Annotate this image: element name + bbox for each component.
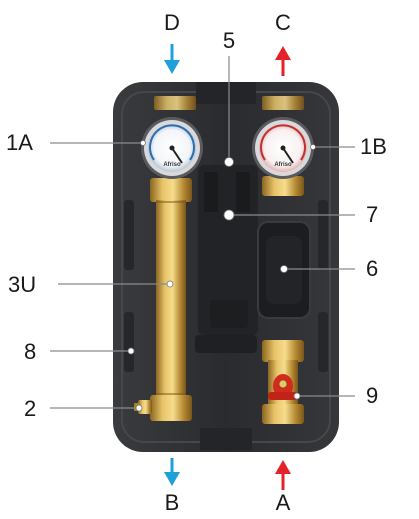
flow-fitting-top (262, 96, 304, 196)
arrow-up-icon (275, 460, 291, 490)
label-6: 6 (366, 256, 378, 281)
label-1a: 1A (6, 130, 33, 155)
arrow-down-icon (164, 458, 180, 486)
label-7: 7 (366, 202, 378, 227)
return-pipe (150, 96, 196, 421)
arrow-down-icon (164, 44, 180, 74)
callout-dots (127, 140, 316, 412)
label-2: 2 (24, 396, 36, 421)
label-a: A (276, 490, 291, 515)
gauge-brand-left: Afriso (163, 162, 181, 168)
thermometer-flow: Afriso (252, 117, 314, 179)
leader-lines (50, 56, 355, 409)
label-b: B (165, 490, 180, 515)
label-c: C (275, 10, 291, 35)
label-8: 8 (24, 339, 36, 364)
label-5: 5 (223, 28, 235, 53)
ball-valve (262, 340, 304, 424)
label-d: D (164, 10, 180, 35)
label-9: 9 (366, 383, 378, 408)
pump-housing (195, 165, 258, 353)
arrow-up-icon (275, 46, 291, 76)
label-1b: 1B (360, 134, 387, 159)
gauge-brand-right: Afriso (274, 162, 292, 168)
label-3u: 3U (8, 272, 36, 297)
thermometer-return: Afriso (141, 117, 203, 179)
